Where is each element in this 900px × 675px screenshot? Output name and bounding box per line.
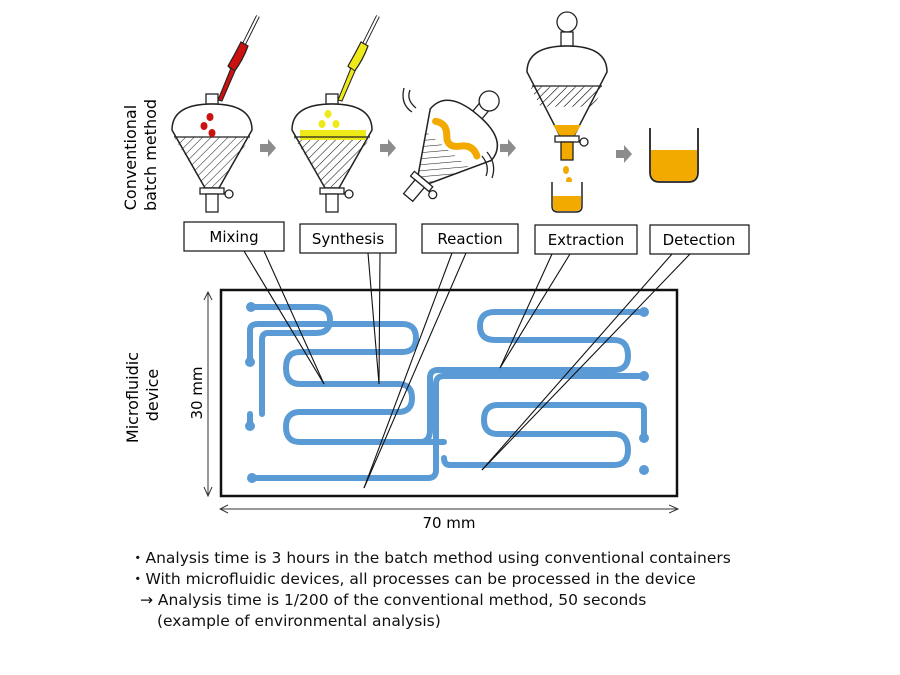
port [639, 465, 649, 475]
port [639, 433, 649, 443]
extraction-funnel-icon [526, 11, 608, 185]
summary-notes: ・Analysis time is 3 hours in the batch m… [130, 548, 830, 632]
leader-line-mixing [263, 250, 325, 385]
leader-line-extraction [499, 253, 571, 369]
mixing-funnel-icon [171, 93, 253, 213]
step-label-extraction: Extraction [534, 224, 638, 255]
arrow-icon [380, 139, 396, 157]
port [245, 421, 255, 431]
svg-text:Mixing: Mixing [209, 228, 258, 246]
note-analysis-time: → Analysis time is 1/200 of the conventi… [140, 591, 647, 609]
height-dimension: 30 mm [188, 292, 208, 496]
leader-line-synthesis [378, 252, 381, 385]
leader-line-reaction [363, 252, 467, 489]
arrow-icon [616, 145, 632, 163]
red-pipette-icon [217, 15, 260, 102]
channel-4 [249, 373, 647, 481]
leader-lines [243, 250, 691, 489]
note-microfluidic: ・With microfluidic devices, all processe… [130, 570, 696, 588]
microchannels [247, 304, 647, 481]
shake-motion-icon [402, 87, 417, 113]
device-label: Microfluidic device [123, 347, 162, 443]
leader-line-reaction [363, 252, 453, 489]
note-batch-time: ・Analysis time is 3 hours in the batch m… [130, 549, 731, 567]
yellow-pipette-icon [337, 15, 380, 102]
reaction-funnel-icon [402, 90, 500, 203]
svg-text:Extraction: Extraction [548, 231, 625, 249]
arrow-icon [260, 139, 276, 157]
leader-line-extraction [499, 253, 553, 369]
leader-line-synthesis [367, 252, 380, 385]
synthesis-funnel-icon [291, 93, 373, 213]
svg-text:70 mm: 70 mm [422, 514, 475, 532]
svg-text:Synthesis: Synthesis [312, 230, 385, 248]
step-label-reaction: Reaction [421, 223, 519, 254]
note-example: (example of environmental analysis) [157, 612, 441, 630]
channel-5 [441, 402, 647, 468]
port [247, 473, 257, 483]
port [245, 357, 255, 367]
leader-line-mixing [243, 250, 325, 385]
leader-line-detection [481, 253, 673, 471]
step-label-synthesis: Synthesis [299, 223, 397, 254]
port [639, 371, 649, 381]
step-label-detection: Detection [649, 224, 750, 255]
batch-method-label: Conventional batch method [121, 99, 160, 211]
port [639, 307, 649, 317]
svg-text:Reaction: Reaction [437, 230, 502, 248]
port [246, 302, 256, 312]
channel-1 [248, 304, 333, 417]
collection-beaker-icon [551, 182, 583, 213]
detection-beaker-icon [649, 128, 699, 183]
channel-2 [247, 309, 647, 445]
svg-text:Detection: Detection [663, 231, 736, 249]
channel-ports [245, 302, 649, 483]
svg-text:30 mm: 30 mm [188, 366, 206, 419]
shake-motion-icon [481, 151, 495, 179]
leader-line-detection [481, 253, 691, 471]
step-label-mixing: Mixing [183, 221, 285, 252]
arrow-icon [500, 139, 516, 157]
width-dimension: 70 mm [220, 509, 678, 532]
